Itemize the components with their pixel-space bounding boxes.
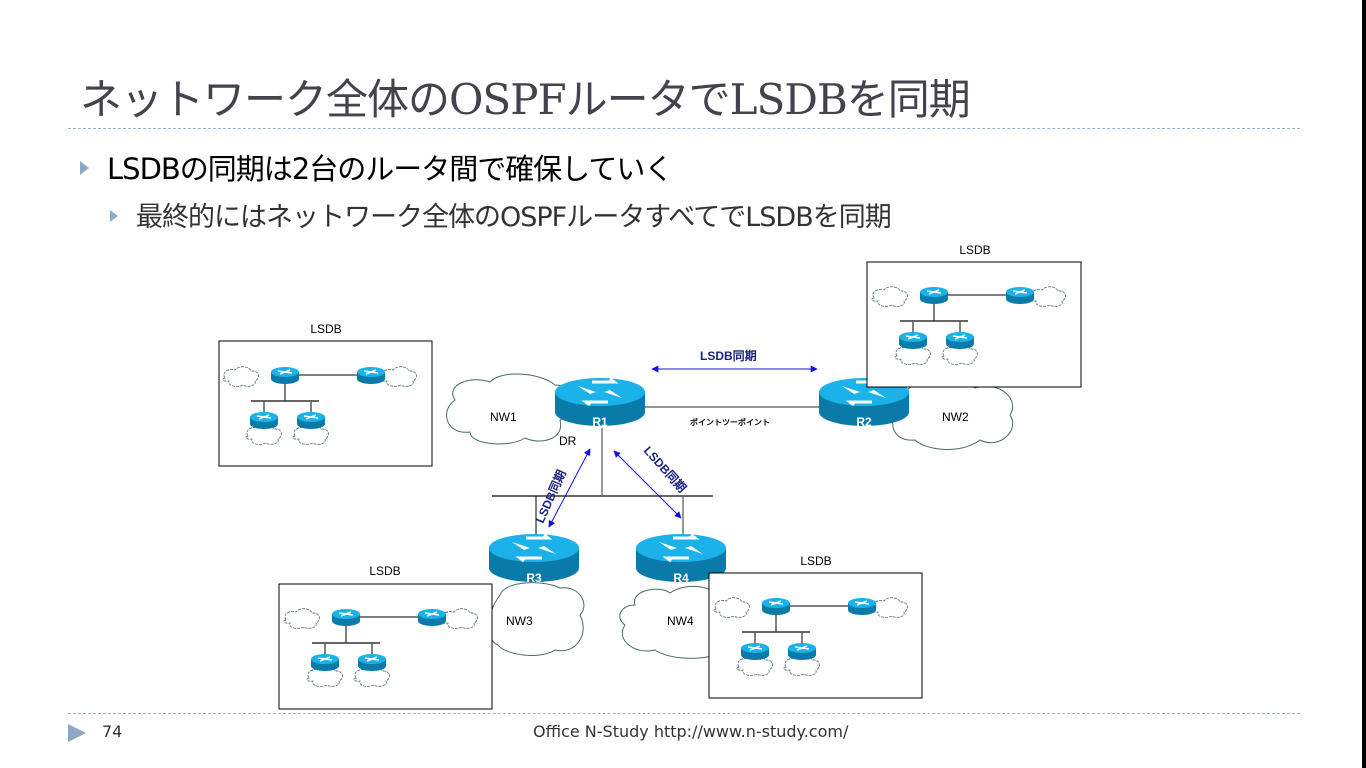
lsdb-box-r4: LSDB [708,554,923,699]
lsdb-title: LSDB [310,322,341,336]
dr-label: DR [559,434,577,448]
lsdb-box-r2: LSDB [866,243,1082,388]
lsdb-box-r1: LSDB [218,322,433,467]
bullet-level-2: 最終的にはネットワーク全体のOSPFルータすべてでLSDBを同期 [110,195,892,234]
nw2-label: NW2 [942,410,969,424]
router-r3: R3 [487,532,581,585]
bullet-level-1: LSDBの同期は2台のルータ間で確保していく [80,146,673,188]
bullet-text: 最終的にはネットワーク全体のOSPFルータすべてでLSDBを同期 [136,202,892,233]
lsdb-title: LSDB [369,564,400,578]
slide-title: ネットワーク全体のOSPFルータでLSDBを同期 [80,75,971,124]
sync-label-r1-r2: LSDB同期 [700,348,757,363]
router-r1: R1 [553,376,647,429]
sync-arrow-r1-r3 [548,448,591,528]
nw4-label: NW4 [667,614,694,628]
nw1-label: NW1 [490,410,517,424]
title-divider [68,128,1300,129]
p2p-label: ポイントツーポイント [690,417,770,427]
cloud-nw3 [488,582,585,656]
bullet-text: LSDBの同期は2台のルータ間で確保していく [107,152,673,186]
router-r4-label: R4 [673,571,689,585]
router-r2-label: R2 [856,415,872,429]
router-r3-label: R3 [526,571,542,585]
router-r2: R2 [817,376,911,429]
sync-arrow-r1-r4 [613,450,682,519]
page-number: 74 [102,722,123,741]
lsdb-title: LSDB [800,554,831,568]
footer-triangle-icon [68,724,86,742]
bullet-triangle-icon [80,161,89,175]
nw3-label: NW3 [506,614,533,628]
cloud-nw1 [446,373,574,445]
router-r4: R4 [634,532,728,585]
right-edge-border [1362,0,1366,768]
bullet-triangle-icon [110,209,118,222]
cloud-nw4 [619,585,716,659]
footer-text: Office N-Study http://www.n-study.com/ [533,722,849,741]
footer-divider [68,713,1300,714]
sync-label-r1-r4: LSDB同期 [641,443,690,495]
lsdb-title: LSDB [959,243,990,257]
router-r1-label: R1 [592,415,608,429]
lsdb-box-r3: LSDB [278,564,493,710]
